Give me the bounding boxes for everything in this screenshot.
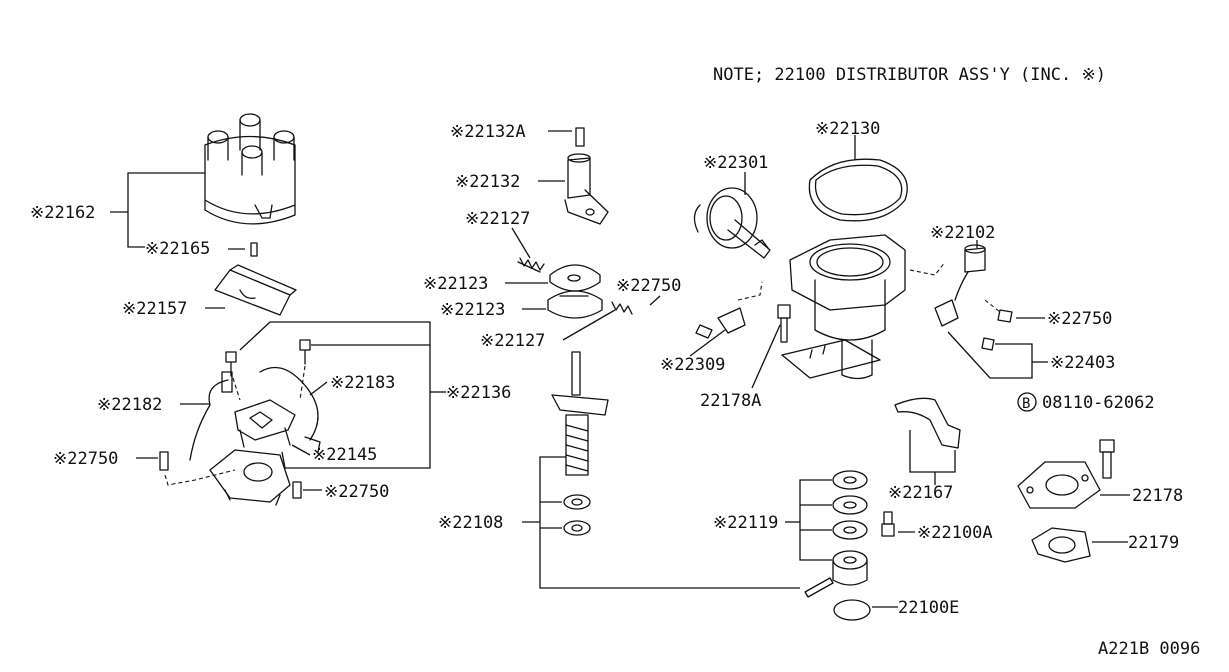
screw-22750-right [997, 309, 1013, 323]
screw-22136-a [225, 351, 237, 377]
vacuum-controller-22301 [693, 187, 771, 259]
callout-22130: ※22130 [815, 119, 880, 139]
screw-22100A [881, 511, 895, 537]
contact-set [234, 399, 296, 448]
callout-22162: ※22162 [30, 203, 95, 223]
washer-22119-a [832, 470, 868, 490]
callout-22178A: 22178A [700, 391, 761, 411]
flange-22178 [1017, 461, 1101, 509]
callout-22179: 22179 [1128, 533, 1179, 553]
washer-22119-b [832, 495, 868, 515]
bolt-22178A [777, 304, 791, 343]
callout-22127-bottom: ※22127 [480, 331, 545, 351]
callout-22100A: ※22100A [917, 523, 993, 543]
condenser-lead [259, 366, 321, 453]
callout-22178: 22178 [1132, 486, 1183, 506]
screw-22132A [575, 127, 585, 147]
callout-22750-bottom: ※22750 [324, 482, 389, 502]
washer-22119-c [832, 520, 868, 540]
callout-22165: ※22165 [145, 239, 210, 259]
governor-weight-top [549, 264, 601, 292]
cap-22100E [833, 599, 871, 621]
diagram-id: A221B 0096 [1098, 639, 1200, 659]
bolt-marker-letter: B [1022, 396, 1030, 412]
callout-22132A: ※22132A [450, 122, 526, 142]
washer-22108-a [563, 494, 591, 510]
bolt-marker: B [1017, 392, 1037, 412]
governor-weight-bottom [547, 290, 603, 319]
callout-22309: ※22309 [660, 355, 725, 375]
cap-screw-22165 [250, 242, 258, 257]
callout-22750-right: ※22750 [1047, 309, 1112, 329]
part-22167 [894, 397, 961, 449]
condenser-22102 [934, 244, 986, 327]
lead-wire-22182 [189, 371, 233, 461]
callout-22127-top: ※22127 [465, 209, 530, 229]
callout-08110-62062: 08110-62062 [1042, 393, 1155, 413]
gasket-22179 [1031, 527, 1091, 563]
callout-22403: ※22403 [1050, 353, 1115, 373]
washer-22108-b [563, 520, 591, 536]
gasket-22130 [808, 158, 908, 222]
distributor-housing [781, 234, 906, 380]
distributor-shaft [551, 351, 609, 476]
collar-22119 [832, 550, 868, 586]
callout-22750-mid: ※22750 [616, 276, 681, 296]
screw-22750-left [159, 451, 169, 471]
breaker-plate [209, 449, 291, 506]
callout-22123-bottom: ※22123 [440, 300, 505, 320]
callout-22123-top: ※22123 [423, 274, 488, 294]
callout-22119: ※22119 [713, 513, 778, 533]
rotor [214, 264, 297, 316]
screw-22750-bottom [292, 481, 302, 499]
callout-22167: ※22167 [888, 483, 953, 503]
callout-22301: ※22301 [703, 153, 768, 173]
spring-22127-bottom [611, 301, 633, 315]
pin-22119 [804, 577, 834, 598]
callout-22182: ※22182 [97, 395, 162, 415]
callout-22157: ※22157 [122, 299, 187, 319]
screw-22136-b [299, 339, 311, 365]
callout-22102: ※22102 [930, 223, 995, 243]
callout-22145: ※22145 [312, 445, 377, 465]
callout-22750-left: ※22750 [53, 449, 118, 469]
callout-22136: ※22136 [446, 383, 511, 403]
assembly-note: NOTE; 22100 DISTRIBUTOR ASS'Y (INC. ※) [713, 65, 1106, 85]
callout-22100E: 22100E [898, 598, 959, 618]
screw-22750-mid [695, 324, 713, 339]
bolt-08110-62062 [1099, 439, 1115, 479]
clip-22309 [717, 307, 746, 334]
distributor-cap [204, 113, 296, 225]
screw-22403 [981, 337, 995, 351]
callout-22132: ※22132 [455, 172, 520, 192]
clamp-22132 [564, 153, 609, 225]
spring-22127-top [517, 257, 545, 273]
callout-22183: ※22183 [330, 373, 395, 393]
callout-22108: ※22108 [438, 513, 503, 533]
